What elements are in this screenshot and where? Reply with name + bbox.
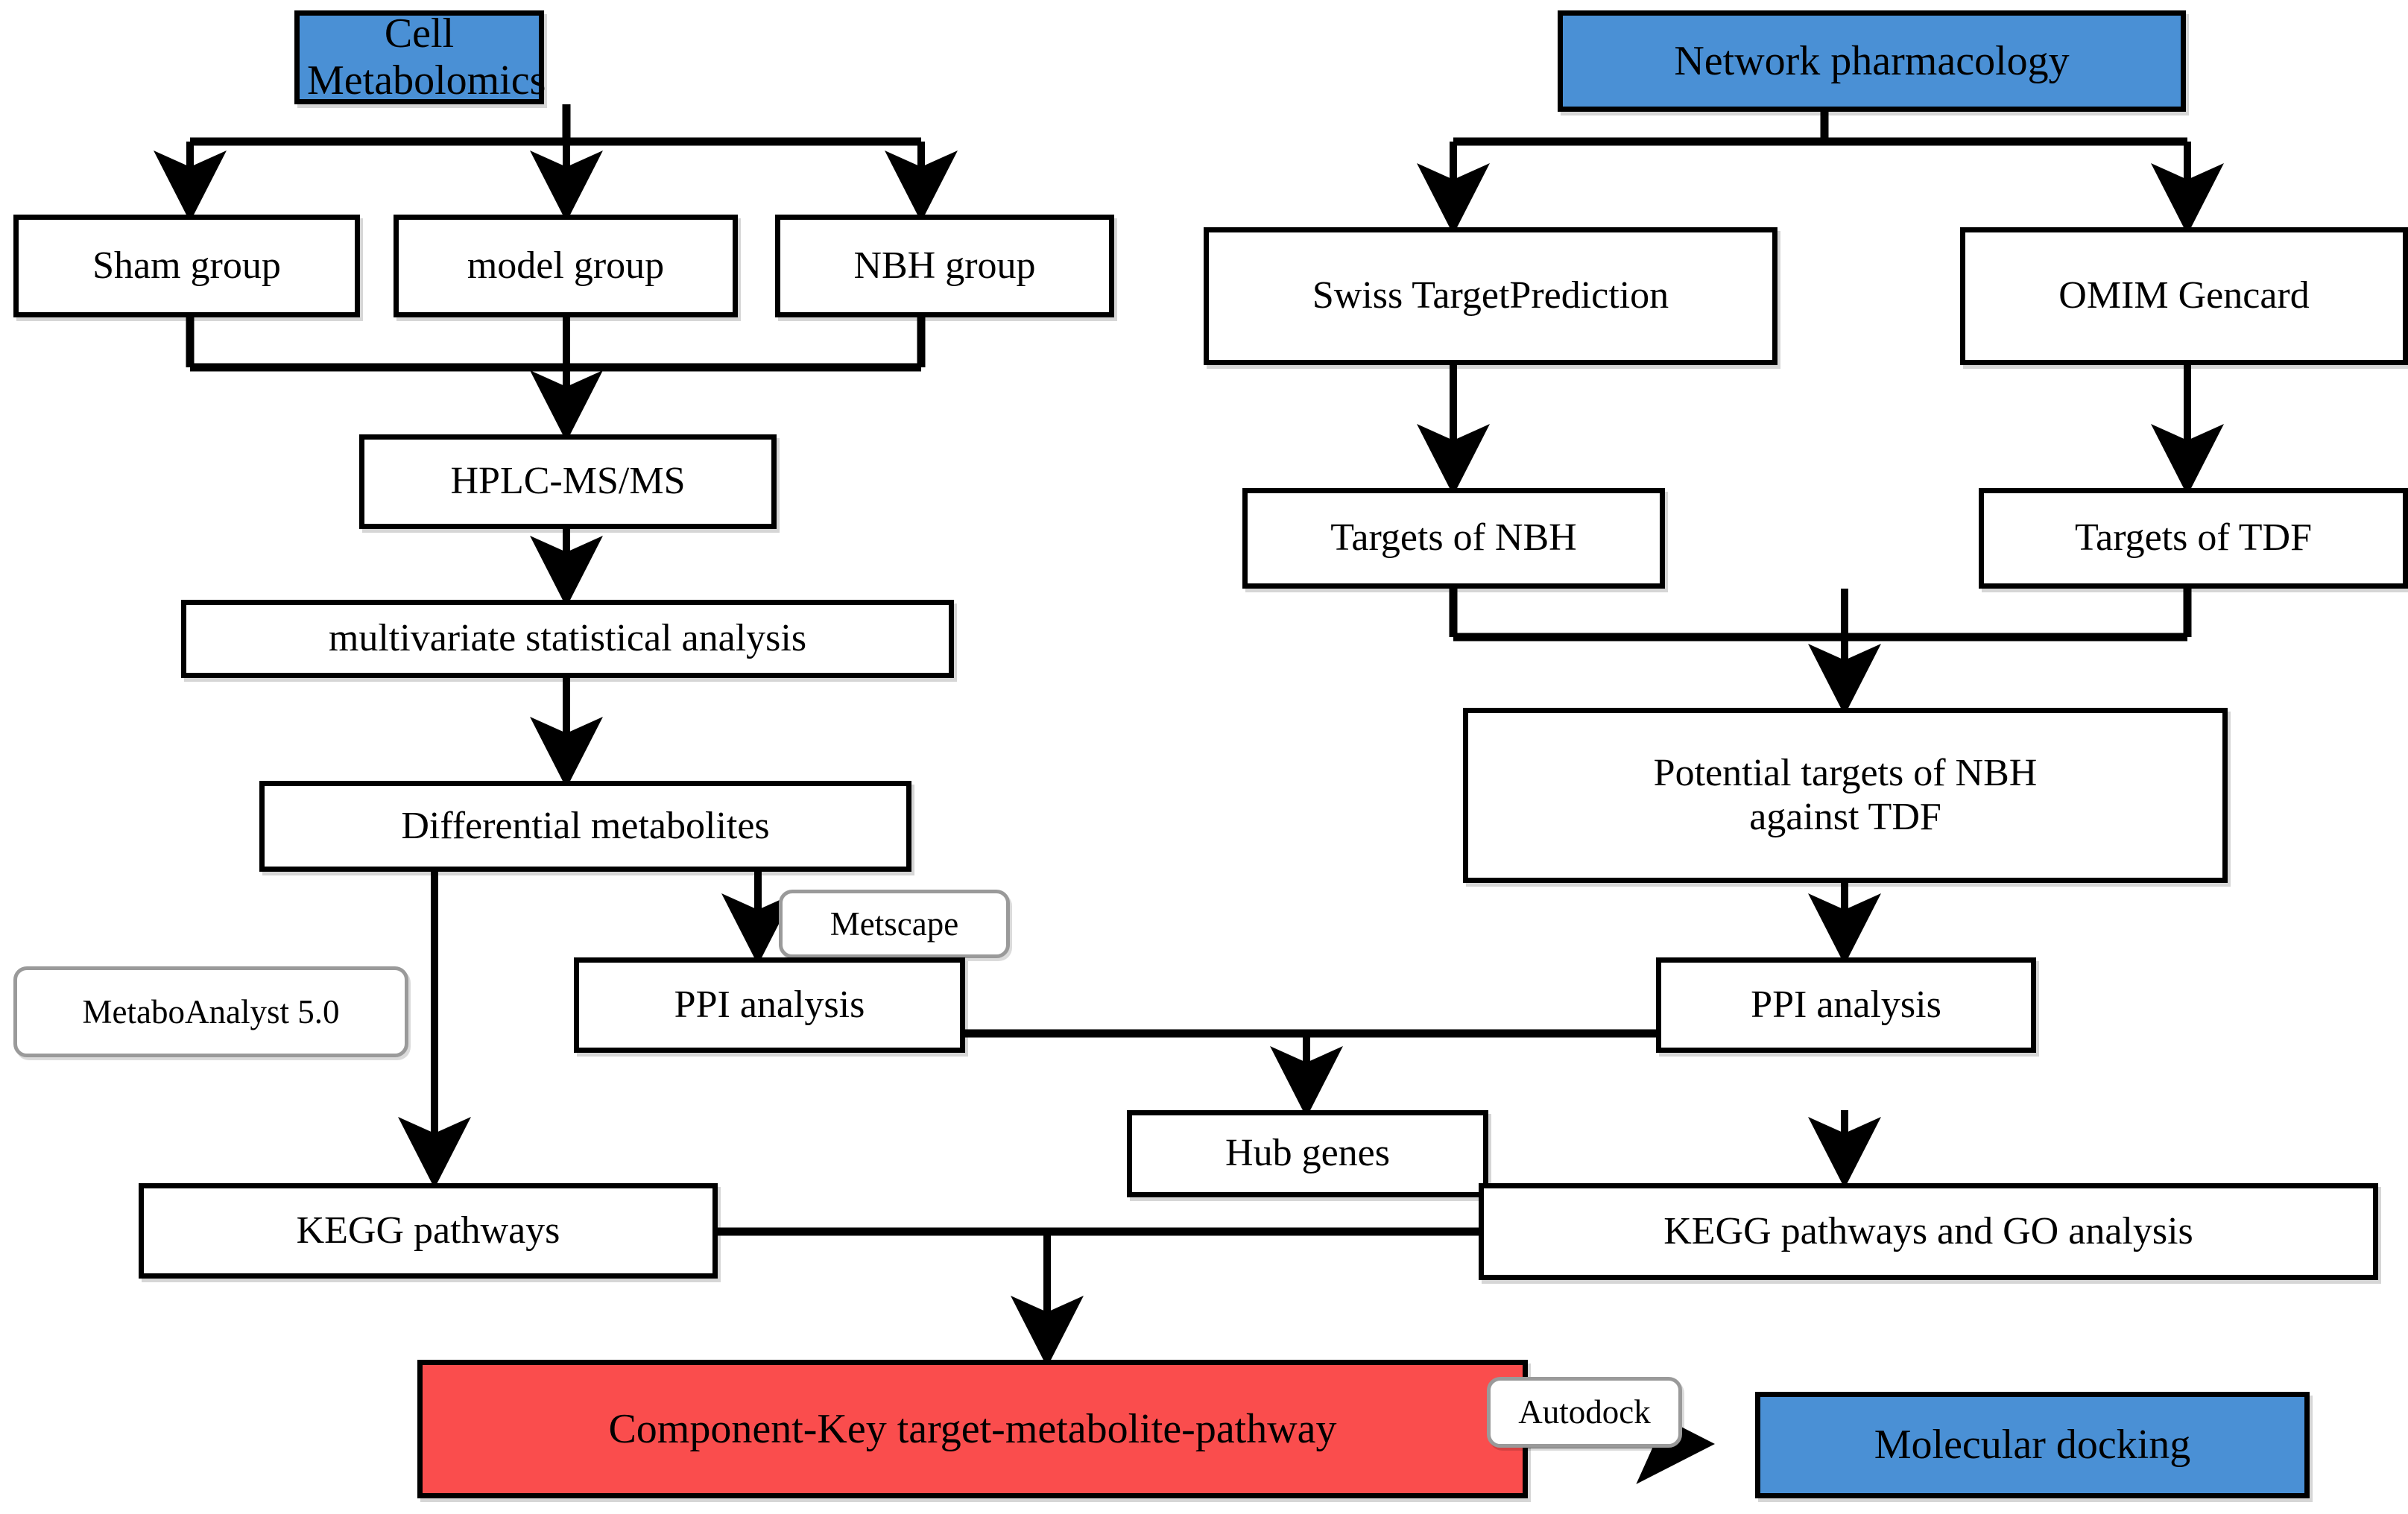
node-label: Hub genes <box>1225 1132 1390 1175</box>
node-label: Molecular docking <box>1874 1422 2191 1469</box>
node-network-pharmacology[interactable]: Network pharmacology <box>1558 10 2186 112</box>
node-targets-of-tdf[interactable]: Targets of TDF <box>1979 488 2408 589</box>
node-label: Cell Metabolomics <box>307 10 546 104</box>
node-ppi-analysis-left[interactable]: PPI analysis <box>574 957 965 1053</box>
node-kegg-pathways-go-analysis[interactable]: KEGG pathways and GO analysis <box>1479 1183 2378 1280</box>
node-differential-metabolites[interactable]: Differential metabolites <box>259 781 911 872</box>
node-cell-metabolomics[interactable]: Cell Metabolomics <box>294 10 546 104</box>
node-swiss-targetprediction[interactable]: Swiss TargetPrediction <box>1204 227 1777 365</box>
node-ppi-analysis-right[interactable]: PPI analysis <box>1656 957 2036 1053</box>
node-hub-genes[interactable]: Hub genes <box>1127 1110 1488 1197</box>
node-molecular-docking[interactable]: Molecular docking <box>1755 1392 2310 1498</box>
node-label: HPLC-MS/MS <box>450 460 686 503</box>
node-label: MetaboAnalyst 5.0 <box>82 992 340 1030</box>
node-label: Sham group <box>92 244 281 287</box>
node-label: multivariate statistical analysis <box>328 617 807 660</box>
node-omim-gencard[interactable]: OMIM Gencard <box>1960 227 2408 365</box>
node-label: Targets of TDF <box>2075 516 2312 560</box>
node-autodock-tool[interactable]: Autodock <box>1487 1377 1682 1448</box>
node-nbh-group[interactable]: NBH group <box>775 215 1114 317</box>
node-metscape-tool[interactable]: Metscape <box>779 890 1010 958</box>
node-label: Network pharmacology <box>1674 37 2070 84</box>
node-label: Swiss TargetPrediction <box>1312 274 1669 317</box>
node-label: KEGG pathways <box>296 1209 560 1252</box>
node-label: KEGG pathways and GO analysis <box>1663 1209 2193 1252</box>
node-label: Component-Key target-metabolite-pathway <box>608 1405 1337 1452</box>
node-label: PPI analysis <box>1751 983 1941 1026</box>
node-model-group[interactable]: model group <box>394 215 738 317</box>
node-label: Differential metabolites <box>401 804 770 847</box>
node-label-line2: against TDF <box>1749 795 1941 838</box>
node-label: Targets of NBH <box>1330 516 1577 560</box>
node-multivariate-statistical-analysis[interactable]: multivariate statistical analysis <box>181 600 954 678</box>
node-component-key-target-metabolite-pathway[interactable]: Component-Key target-metabolite-pathway <box>417 1360 1528 1498</box>
node-label: model group <box>467 244 665 287</box>
node-label: OMIM Gencard <box>2058 274 2310 317</box>
node-label-line1: Potential targets of NBH <box>1653 752 2038 795</box>
node-sham-group[interactable]: Sham group <box>13 215 360 317</box>
node-label: PPI analysis <box>674 983 865 1026</box>
node-metaboanalyst-tool[interactable]: MetaboAnalyst 5.0 <box>13 966 408 1057</box>
node-kegg-pathways-left[interactable]: KEGG pathways <box>139 1183 718 1279</box>
node-label: Metscape <box>829 905 959 943</box>
node-label: Autodock <box>1518 1393 1651 1431</box>
node-label: NBH group <box>853 244 1036 287</box>
node-potential-targets[interactable]: Potential targets of NBH against TDF <box>1463 708 2228 883</box>
node-hplc-ms-ms[interactable]: HPLC-MS/MS <box>359 434 777 529</box>
node-targets-of-nbh[interactable]: Targets of NBH <box>1242 488 1665 589</box>
